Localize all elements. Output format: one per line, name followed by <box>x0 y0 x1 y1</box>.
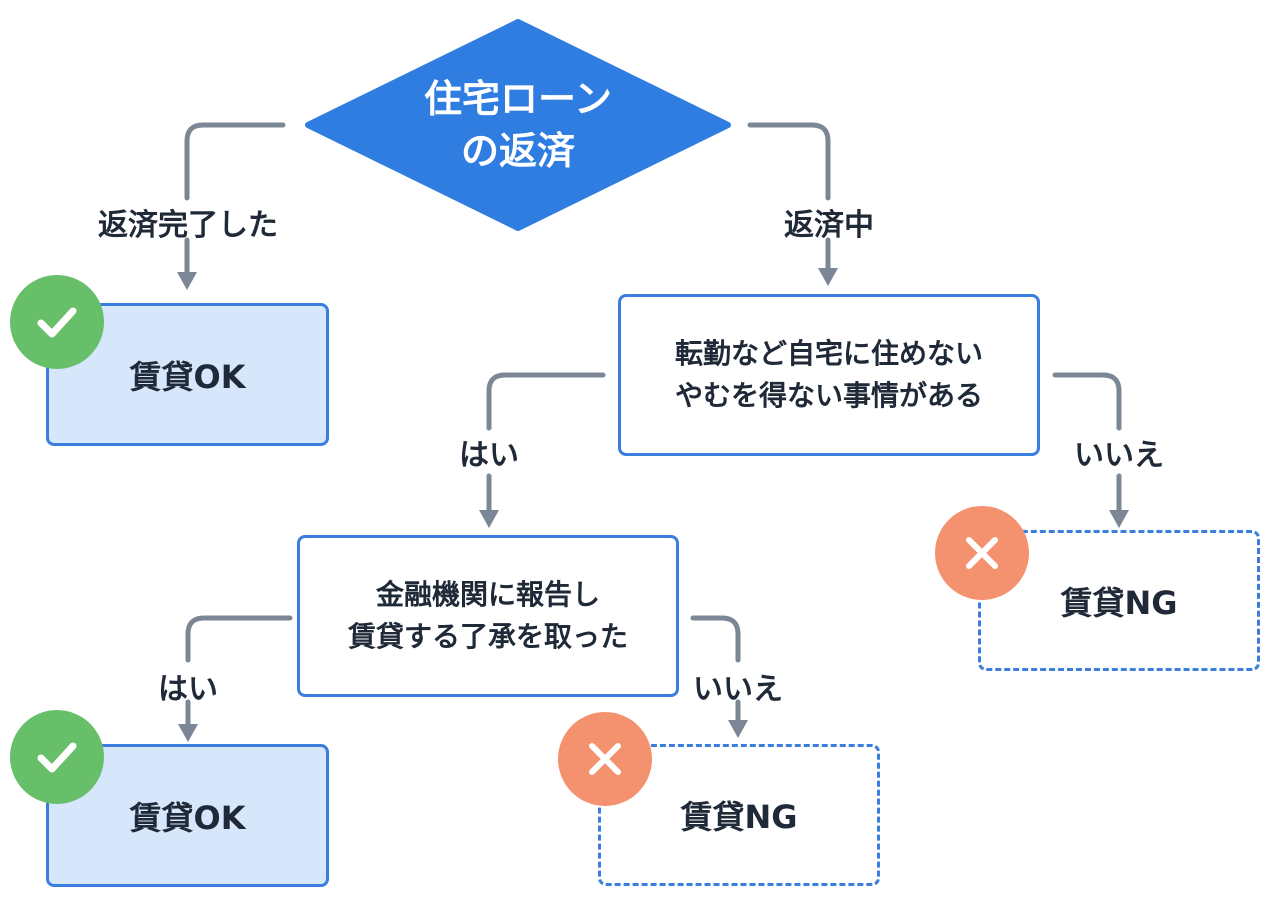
edge-label-yes-q2: はい <box>158 672 218 707</box>
arrowhead-q2-right <box>728 720 748 738</box>
question-box-lender-approval: 金融機関に報告し 賃貸する了承を取った <box>297 535 679 697</box>
decision-diamond <box>305 19 731 231</box>
check-badge <box>10 275 104 369</box>
root-decision: 住宅ローン の返済 <box>308 22 728 228</box>
connector-q2-right <box>690 615 741 663</box>
arrowhead-q1-right <box>1109 510 1129 528</box>
edge-label-yes-q1: はい <box>459 438 519 473</box>
x-badge <box>935 506 1029 600</box>
result-ng-not-approved-label: 賃貸NG <box>680 798 798 836</box>
connector-q2-left <box>185 615 293 663</box>
check-icon <box>37 742 77 773</box>
edge-label-no-q2: いいえ <box>693 672 783 707</box>
result-ok-approved-label: 賃貸OK <box>129 798 246 837</box>
result-ok-repaid-label: 賃貸OK <box>129 357 246 396</box>
check-icon <box>37 307 77 338</box>
question2-line2: 賃貸する了承を取った <box>347 620 628 653</box>
arrowhead-root-left <box>177 272 197 290</box>
root-decision-line1: 住宅ローン <box>423 77 613 121</box>
question1-line2: やむを得ない事情がある <box>674 379 983 412</box>
arrowhead-root-right <box>818 268 838 286</box>
x-badge <box>558 712 652 806</box>
connector-root-left <box>184 122 286 201</box>
question-box-relocation: 転勤など自宅に住めない やむを得ない事情がある <box>618 294 1040 456</box>
arrowhead-q1-left <box>479 510 499 528</box>
root-decision-line2: の返済 <box>460 129 575 173</box>
edge-label-repaid: 返済完了した <box>98 208 278 243</box>
connector-q1-right <box>1052 372 1122 431</box>
x-icon <box>589 743 621 775</box>
edge-label-repaying: 返済中 <box>784 208 874 243</box>
question1-line1: 転勤など自宅に住めない <box>674 337 983 370</box>
check-badge <box>10 710 104 804</box>
edge-label-no-q1: いいえ <box>1074 438 1164 473</box>
arrowhead-q2-left <box>178 724 198 742</box>
connector-q1-left <box>486 372 606 431</box>
x-icon <box>966 537 998 569</box>
connector-root-right <box>747 122 831 201</box>
question2-line1: 金融機関に報告し <box>375 578 600 611</box>
result-ng-no-reason-label: 賃貸NG <box>1060 583 1178 622</box>
